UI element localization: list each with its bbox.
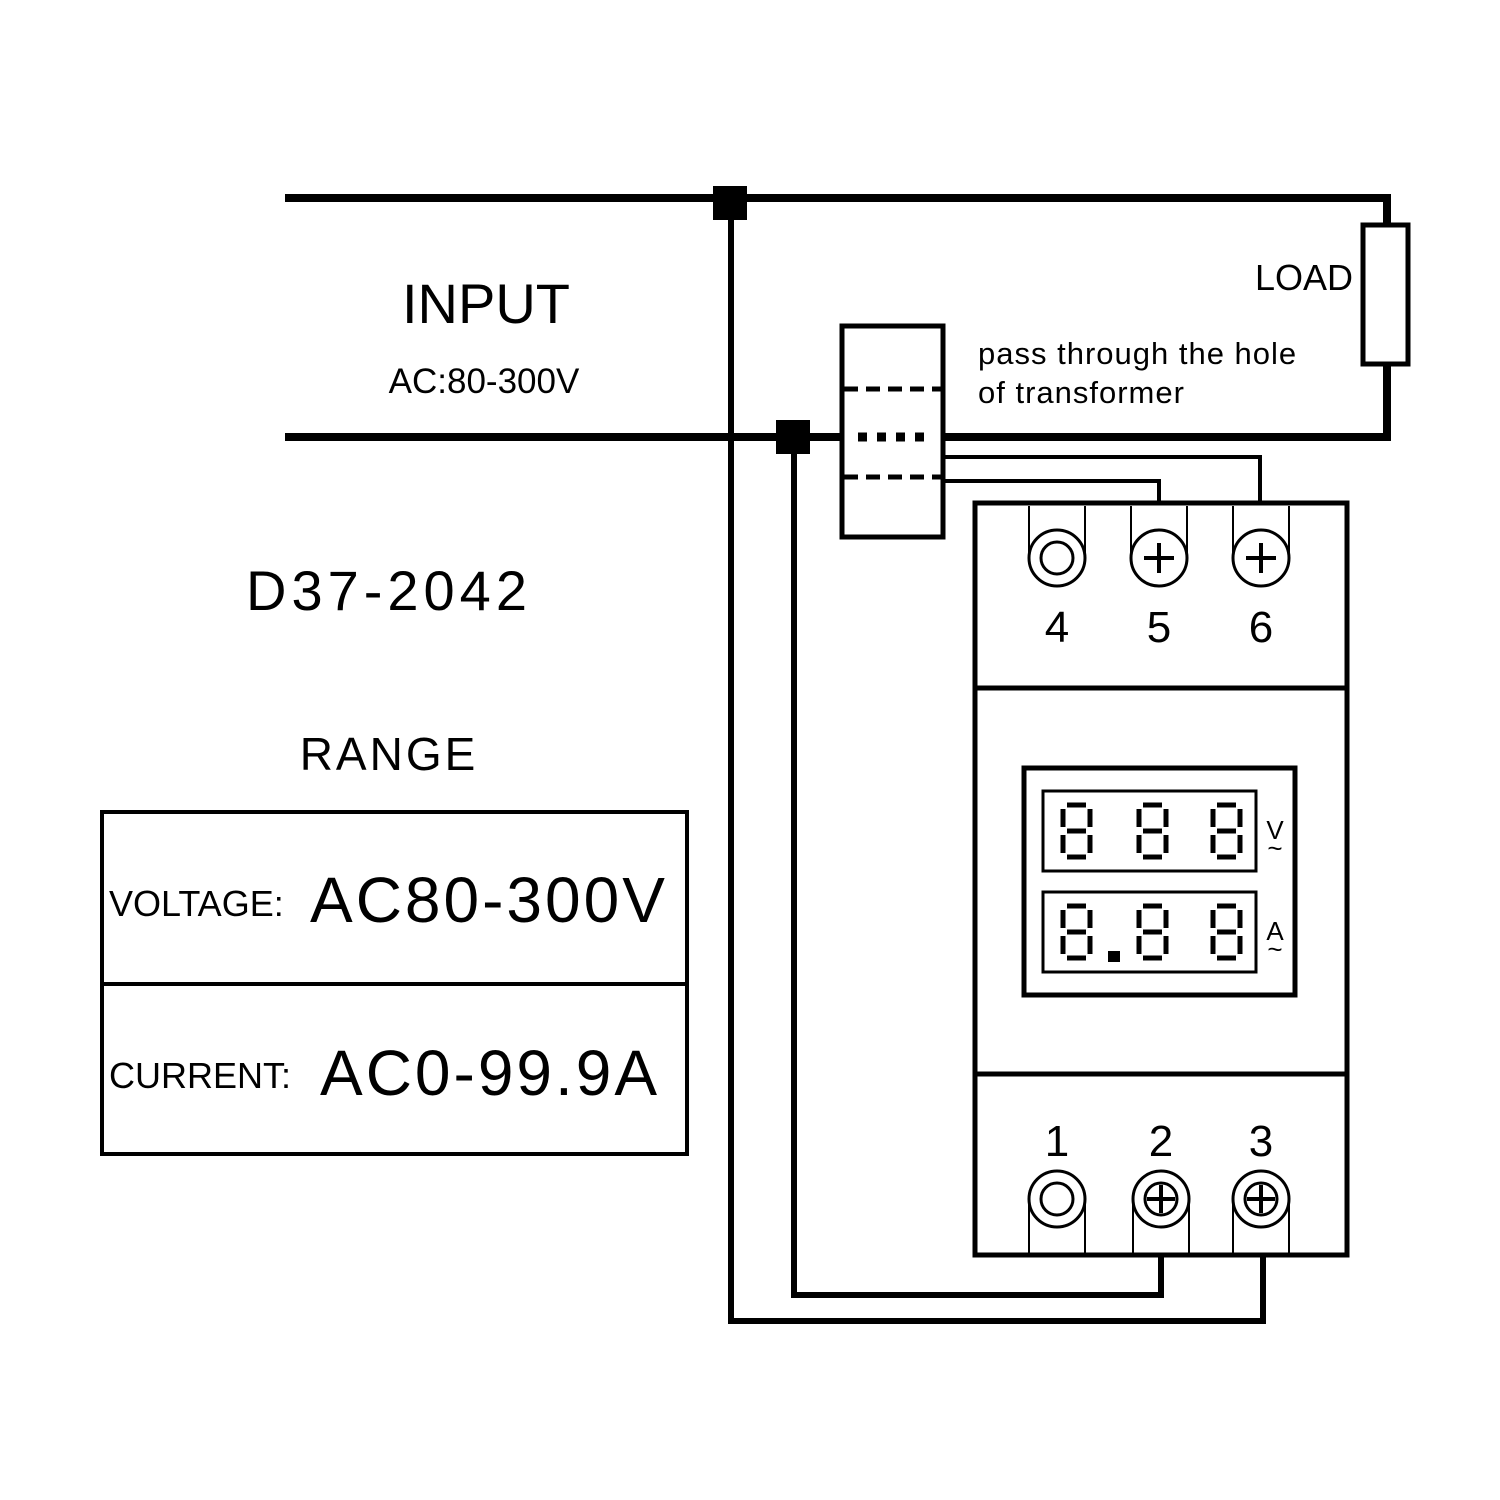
transformer-body xyxy=(839,323,946,540)
decimal-point xyxy=(1108,951,1120,962)
range-table: VOLTAGE: AC80-300V CURRENT: AC0-99.9A xyxy=(100,810,689,1156)
terminal-number: 3 xyxy=(1249,1117,1273,1166)
range-row-label: VOLTAGE: xyxy=(109,883,284,924)
junction-bottom xyxy=(776,420,810,454)
load-return-wire xyxy=(944,364,1391,441)
load-resistor xyxy=(1360,222,1411,367)
voltage-digits xyxy=(1060,802,1243,860)
terminal-screw-icon xyxy=(1027,528,1087,588)
range-row-voltage: VOLTAGE: AC80-300V xyxy=(109,864,668,936)
input-voltage: AC:80-300V xyxy=(389,362,580,401)
range-row-value: AC80-300V xyxy=(310,864,668,936)
wire-to-terminal-2 xyxy=(791,450,1164,1298)
transformer-note-line2: of transformer xyxy=(978,375,1185,410)
terminal-number: 1 xyxy=(1045,1117,1069,1166)
screw-ring-icon xyxy=(1243,1181,1279,1217)
wire-to-terminal-3 xyxy=(728,215,1266,1324)
current-ac-symbol: ~ xyxy=(1267,934,1282,964)
range-row-current: CURRENT: AC0-99.9A xyxy=(109,1037,660,1109)
current-transformer xyxy=(839,323,946,540)
load-label: LOAD xyxy=(1255,257,1353,298)
screw-plus-icon xyxy=(1246,543,1276,573)
terminal-5[interactable]: 5 xyxy=(1129,506,1189,652)
terminal-1[interactable]: 1 xyxy=(1027,1117,1087,1253)
range-row-label: CURRENT: xyxy=(109,1055,291,1096)
terminal-number: 2 xyxy=(1149,1117,1173,1166)
current-digits xyxy=(1060,903,1243,962)
supply-wires xyxy=(285,194,1391,441)
model-number: D37-2042 xyxy=(246,559,532,622)
voltage-ac-symbol: ~ xyxy=(1267,833,1282,863)
terminal-number: 5 xyxy=(1147,603,1171,652)
range-title: RANGE xyxy=(300,728,479,780)
bottom-terminal-block: 1 2 3 xyxy=(1027,1117,1291,1253)
current-unit-label: A xyxy=(1266,916,1284,946)
terminal-3[interactable]: 3 xyxy=(1231,1117,1291,1253)
top-supply-wire xyxy=(285,194,1391,225)
terminal-number: 4 xyxy=(1045,603,1069,652)
terminal-number: 6 xyxy=(1249,603,1273,652)
top-terminal-block: 4 5 6 xyxy=(1027,506,1291,652)
seven-segment-digit xyxy=(1136,903,1169,961)
screw-ring-icon xyxy=(1143,1181,1179,1217)
seven-segment-digit xyxy=(1060,903,1093,961)
screw-plus-icon xyxy=(1144,543,1174,573)
terminal-screw-icon xyxy=(1027,1169,1087,1229)
seven-segment-digit xyxy=(1210,802,1243,860)
terminal-2[interactable]: 2 xyxy=(1131,1117,1191,1253)
screw-plus-icon xyxy=(1147,1185,1175,1213)
screw-ring-icon xyxy=(1039,540,1075,576)
seven-segment-digit xyxy=(1136,802,1169,860)
ct-lead-to-terminal-5 xyxy=(944,479,1161,503)
screw-plus-icon xyxy=(1247,1185,1275,1213)
ct-lead-to-terminal-6 xyxy=(944,455,1262,503)
seven-segment-digit xyxy=(1060,802,1093,860)
voltage-unit-label: V xyxy=(1266,815,1284,845)
range-row-value: AC0-99.9A xyxy=(320,1037,660,1109)
transformer-note-line1: pass through the hole xyxy=(978,336,1297,371)
junction-top xyxy=(713,186,747,220)
din-rail-meter: 4 5 6 1 2 3 V ~ A ~ xyxy=(972,500,1350,1258)
terminal-4[interactable]: 4 xyxy=(1027,506,1087,652)
seven-segment-digit xyxy=(1210,903,1243,961)
terminal-6[interactable]: 6 xyxy=(1231,506,1291,652)
input-title: INPUT xyxy=(402,272,570,335)
screw-ring-icon xyxy=(1039,1181,1075,1217)
